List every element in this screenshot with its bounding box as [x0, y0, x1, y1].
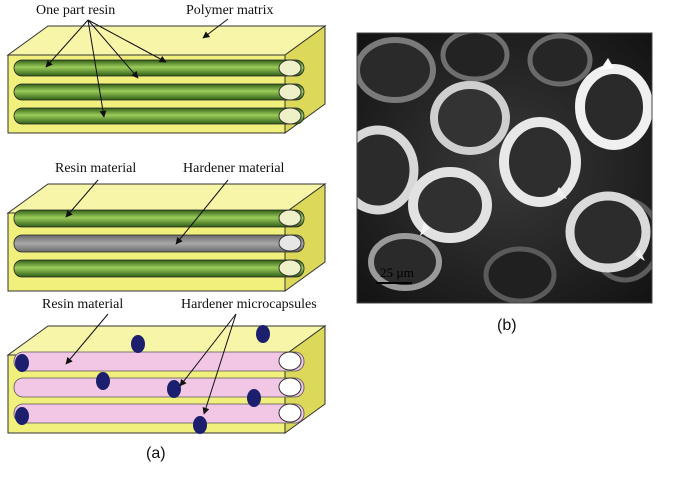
- block-resin-hardener: Resin material Hardener material: [6, 161, 327, 292]
- arrow: [202, 18, 229, 39]
- hollow-fiber: [440, 33, 510, 82]
- channel-end: [278, 107, 302, 125]
- arrow: [202, 313, 237, 415]
- channel-hardener: [13, 234, 305, 253]
- channel-end: [278, 209, 302, 227]
- label-one-part-resin: One part resin: [36, 3, 115, 18]
- arrow: [87, 19, 139, 79]
- channel-resin: [13, 59, 305, 77]
- hollow-fiber: [483, 246, 557, 303]
- label-resin-material: Resin material: [42, 297, 123, 312]
- label-hardener-microcapsules: Hardener microcapsules: [181, 297, 317, 312]
- channel-resin: [13, 209, 305, 228]
- arrow: [175, 179, 229, 245]
- block-resin-microcapsules: Resin material Hardener microcapsules: [6, 297, 327, 434]
- block1-top-face: [6, 25, 327, 56]
- channel-resin: [13, 107, 305, 125]
- channel-end: [278, 377, 302, 397]
- microcapsule: [193, 416, 207, 434]
- microcapsule: [247, 389, 261, 407]
- sem-frame: [356, 32, 653, 304]
- block-one-part-resin: One part resin Polymer matrix: [6, 3, 327, 134]
- arrow: [179, 313, 237, 387]
- scale-bar-label: 25 µm: [380, 265, 414, 280]
- hollow-fiber: [527, 33, 593, 87]
- caption-a: (a): [146, 445, 166, 462]
- hollow-fiber: [565, 191, 651, 273]
- channel-end: [278, 259, 302, 277]
- microcapsule: [15, 407, 29, 425]
- channel-resin: [13, 351, 305, 372]
- microcapsule: [131, 335, 145, 353]
- block1-side-face: [284, 25, 326, 134]
- label-resin-material: Resin material: [55, 161, 136, 176]
- channel-resin: [13, 403, 305, 424]
- sem-micrograph: 25 µm: [356, 32, 653, 304]
- arrow: [65, 179, 99, 218]
- microcapsule: [15, 354, 29, 372]
- block3-top-face: [6, 325, 327, 356]
- hollow-fiber: [368, 233, 442, 291]
- label-hardener-material: Hardener material: [183, 161, 285, 176]
- fiber-fragment: [555, 187, 567, 199]
- channel-end: [278, 351, 302, 371]
- label-polymer-matrix: Polymer matrix: [186, 3, 274, 18]
- channel-end: [278, 59, 302, 77]
- channel-resin: [13, 259, 305, 278]
- block2-top-face: [6, 183, 327, 214]
- microcapsule: [96, 372, 110, 390]
- arrow: [87, 19, 167, 63]
- hollow-fiber: [357, 37, 436, 103]
- caption-b: (b): [497, 317, 517, 334]
- arrow: [87, 19, 107, 118]
- fiber-fragment: [635, 249, 645, 261]
- hollow-fiber: [575, 64, 652, 150]
- fiber-fragment: [600, 58, 614, 70]
- hollow-fiber: [408, 167, 492, 243]
- hollow-fiber: [499, 117, 581, 207]
- arrow: [65, 313, 109, 365]
- channel-resin: [13, 377, 305, 398]
- channel-resin: [13, 83, 305, 101]
- channel-end: [278, 83, 302, 101]
- arrow: [45, 19, 89, 68]
- microcapsule: [167, 380, 181, 398]
- channel-end: [278, 403, 302, 423]
- channel-end: [278, 234, 302, 252]
- fiber-fragment: [420, 222, 430, 236]
- hollow-fiber: [430, 81, 510, 155]
- hollow-fiber: [357, 125, 419, 215]
- microcapsule: [256, 325, 270, 343]
